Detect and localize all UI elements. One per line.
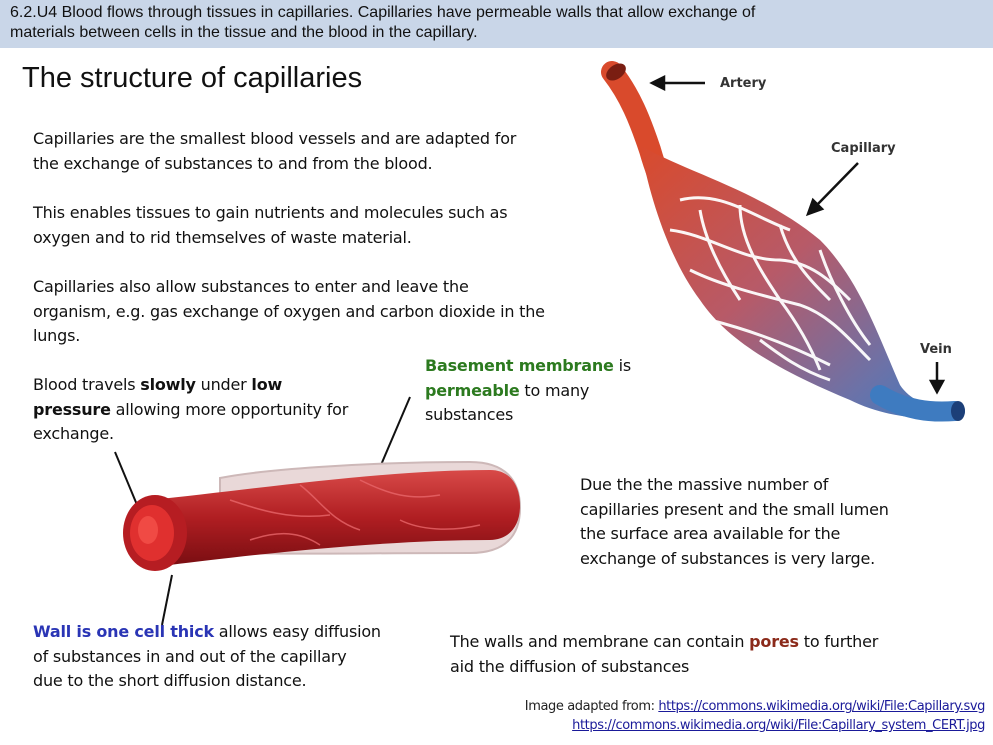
text-line: due to the short diffusion distance.: [33, 671, 307, 690]
vein-opening: [951, 401, 965, 421]
text: allows easy diffusion: [213, 622, 381, 641]
text-line: lungs.: [33, 326, 81, 345]
header-banner: 6.2.U4 Blood flows through tissues in ca…: [0, 0, 993, 48]
text-line: substances: [425, 405, 514, 424]
text-line: the exchange of substances to and from t…: [33, 153, 433, 173]
text-line: exchange of substances is very large.: [580, 548, 876, 568]
label-capillary: Capillary: [831, 141, 896, 156]
emphasis-basement-membrane: Basement membrane: [425, 356, 614, 375]
text: Blood travels: [33, 375, 141, 394]
text-line: organism, e.g. gas exchange of oxygen an…: [33, 301, 545, 321]
text: to further: [798, 632, 879, 651]
emphasis-pores: pores: [749, 632, 799, 651]
vein-vessel: [870, 385, 965, 422]
capillary-wall: [150, 470, 520, 565]
artery-vessel: [601, 61, 701, 226]
text-line: Capillaries are the smallest blood vesse…: [33, 129, 517, 148]
text: The walls and membrane can contain: [450, 632, 750, 651]
text-line: the surface area available for the: [580, 524, 841, 543]
text-line: aid the diffusion of substances: [450, 656, 690, 676]
emphasis-one-cell-thick: Wall is one cell thick: [33, 622, 214, 641]
paragraph-wall-thickness: Wall is one cell thick allows easy diffu…: [33, 620, 381, 694]
paragraph-surface-area: Due the the massive number of capillarie…: [580, 473, 889, 571]
paragraph-nutrients: This enables tissues to gain nutrients a…: [33, 201, 508, 250]
paragraph-slow-flow: Blood travels slowly under low pressure …: [33, 373, 348, 447]
text: allowing more opportunity for: [110, 399, 349, 419]
capillary-lumen-wall: [123, 495, 187, 571]
text-line: This enables tissues to gain nutrients a…: [33, 203, 508, 222]
artery-opening: [606, 63, 626, 81]
banner-line-1: 6.2.U4 Blood flows through tissues in ca…: [10, 4, 756, 21]
text: under: [195, 375, 252, 394]
emphasis-slowly: slowly: [140, 375, 196, 394]
text: to many: [519, 380, 590, 400]
capillary-lumen: [130, 505, 174, 561]
label-artery: Artery: [720, 76, 767, 91]
basement-membrane-outer: [219, 460, 522, 555]
text-line: exchange.: [33, 424, 114, 443]
emphasis-pressure: pressure: [33, 399, 111, 419]
capillary-bed: [640, 145, 950, 419]
credit-link-capillary-system[interactable]: https://commons.wikimedia.org/wiki/File:…: [572, 718, 985, 733]
paragraph-smallest: Capillaries are the smallest blood vesse…: [33, 127, 516, 176]
text-line: Due the the massive number of: [580, 475, 829, 494]
emphasis-low: low: [251, 375, 283, 394]
emphasis-permeable: permeable: [425, 380, 520, 400]
label-vein: Vein: [920, 342, 952, 357]
paragraph-pores: The walls and membrane can contain pores…: [450, 630, 878, 679]
credit-link-capillary-svg[interactable]: https://commons.wikimedia.org/wiki/File:…: [658, 699, 985, 714]
page-title: The structure of capillaries: [22, 62, 363, 94]
image-credit: Image adapted from: https://commons.wiki…: [440, 699, 986, 733]
text: is: [613, 356, 632, 375]
text-line: of substances in and out of the capillar…: [33, 646, 347, 666]
banner-line-2: materials between cells in the tissue an…: [10, 24, 478, 41]
text-line: Capillaries also allow substances to ent…: [33, 277, 469, 296]
capillary-tube-illustration: [123, 460, 522, 571]
paragraph-gas-exchange: Capillaries also allow substances to ent…: [33, 275, 545, 349]
paragraph-basement-membrane: Basement membrane is permeable to many s…: [425, 354, 631, 428]
credit-prefix: Image adapted from:: [524, 699, 659, 714]
text-line: capillaries present and the small lumen: [580, 499, 889, 519]
text-line: oxygen and to rid themselves of waste ma…: [33, 227, 412, 247]
